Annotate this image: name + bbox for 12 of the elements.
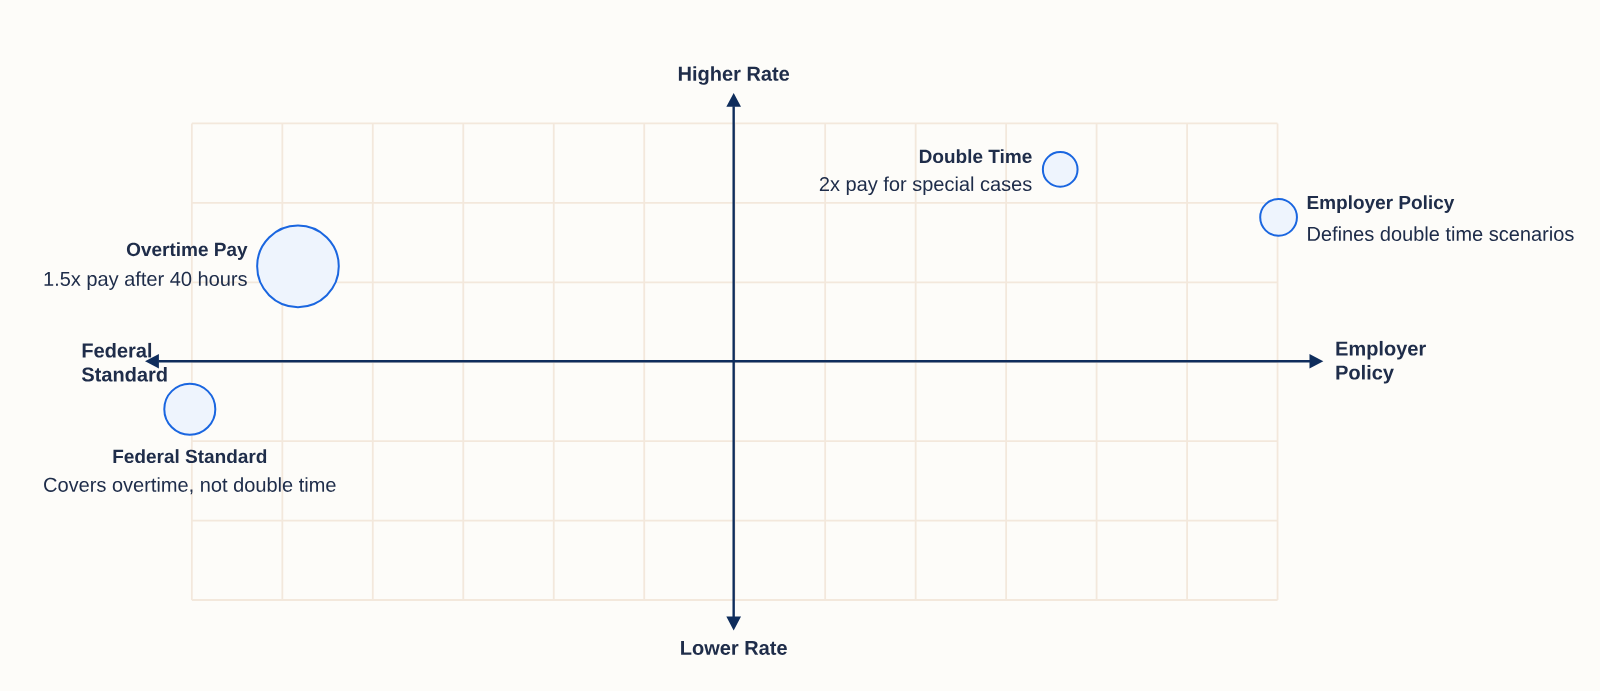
axis-label: Federal Standard — [81, 342, 167, 382]
bubble-description: Covers overtime, not double time — [44, 477, 336, 495]
bubble-title: Federal Standard — [113, 449, 267, 464]
bubble-description: 1.5x pay after 40 hours — [44, 271, 247, 290]
bubble-title: Double Time — [919, 149, 1032, 164]
bubble-title: Overtime Pay — [126, 242, 248, 260]
axis-label: Employer Policy — [1336, 340, 1426, 384]
bubble-description: Defines double time scenarios — [1308, 226, 1574, 241]
bubble-description: 2x pay for special cases — [819, 176, 1032, 196]
bubble-title: Employer Policy — [1307, 195, 1455, 213]
axis-label: Higher Rate — [678, 66, 790, 85]
axis-label: Lower Rate — [681, 641, 787, 655]
